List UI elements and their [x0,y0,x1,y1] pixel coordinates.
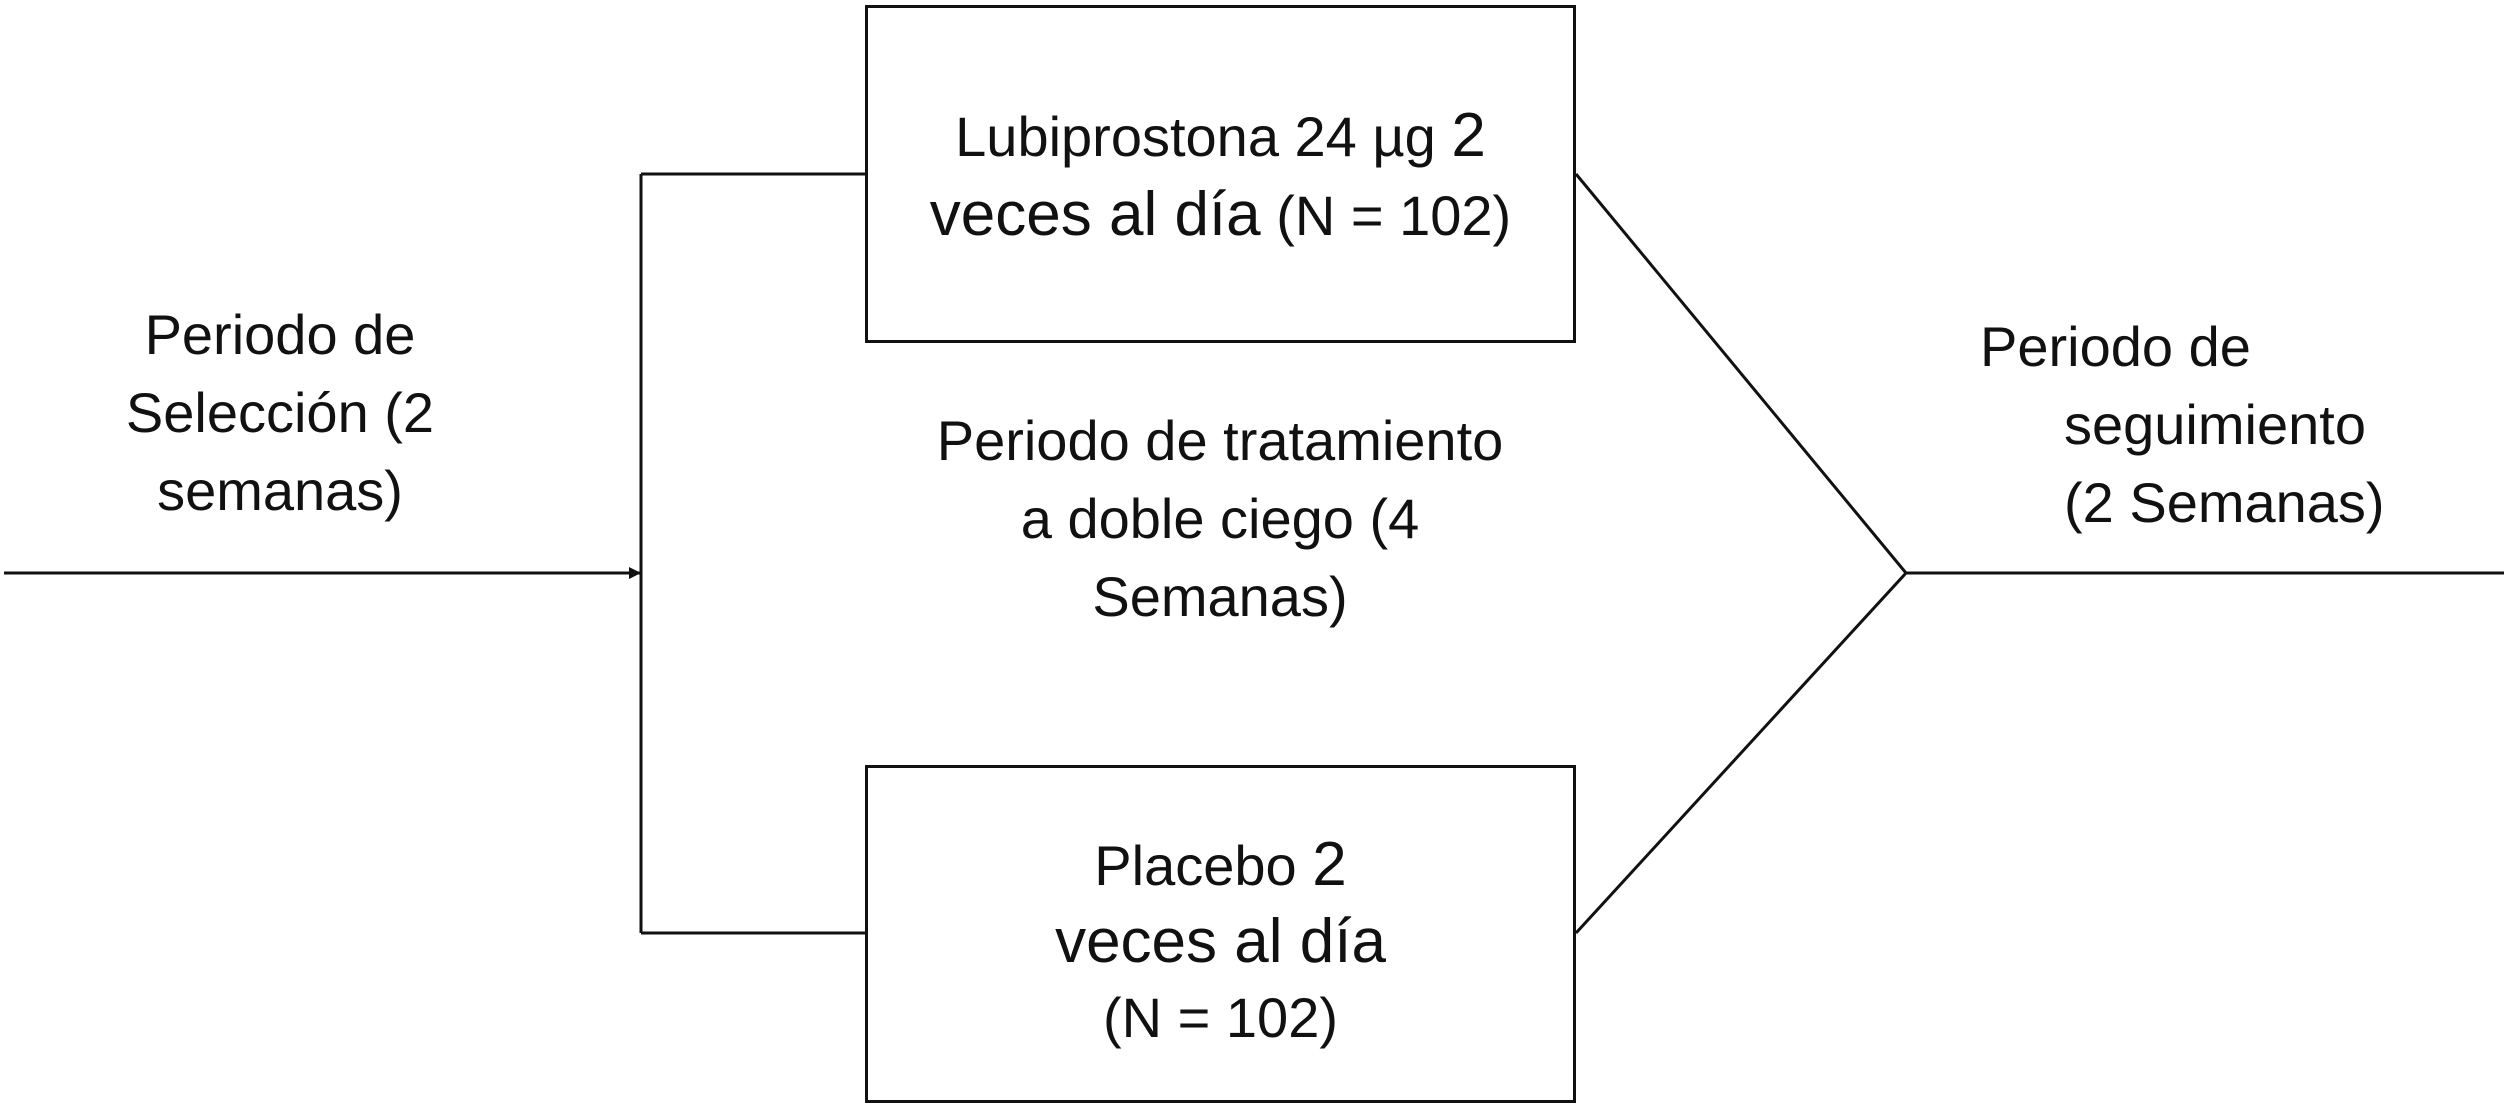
lubiprostone-frequency: veces al día [929,180,1261,249]
lubiprostone-drug-text: Lubiprostona 24 µg [955,105,1452,168]
arm-lubiprostone-box [865,5,1576,343]
placebo-frequency: veces al día [1055,907,1386,976]
converge-bottom [1574,571,1908,935]
followup-line-2: seguimiento [2064,393,2366,456]
selection-line-3: semanas) [157,459,403,522]
treatment-line-1: Periodo de tratamiento [936,409,1504,472]
treatment-line-3: Semanas) [1092,565,1348,628]
lubiprostone-n: (N = 102) [1260,184,1512,247]
arm-lubiprostone-label: Lubiprostona 24 µg 2 veces al día (N = 1… [865,97,1576,255]
followup-line-3: (2 Semanas) [2064,471,2385,534]
lubiprostone-dose-number: 2 [1451,101,1486,170]
placebo-dose-number: 2 [1312,830,1347,899]
selection-period-label: Periodo de Selección (2 semanas) [70,296,490,530]
arm-placebo-box [865,765,1576,1103]
selection-line-2: Selección (2 [125,381,435,444]
arm-placebo-label: Placebo 2 veces al día (N = 102) [865,827,1576,1056]
followup-period-label: Periodo de seguimiento (2 Semanas) [1940,308,2460,542]
placebo-drug-text: Placebo [1094,834,1313,897]
followup-line-1: Periodo de [1980,315,2251,378]
placebo-n: (N = 102) [1103,986,1338,1049]
treatment-line-2: a doble ciego (4 [1020,487,1420,550]
converge-top [1574,173,1908,574]
treatment-period-label: Periodo de tratamiento a doble ciego (4 … [860,402,1580,636]
selection-line-1: Periodo de [144,303,416,366]
